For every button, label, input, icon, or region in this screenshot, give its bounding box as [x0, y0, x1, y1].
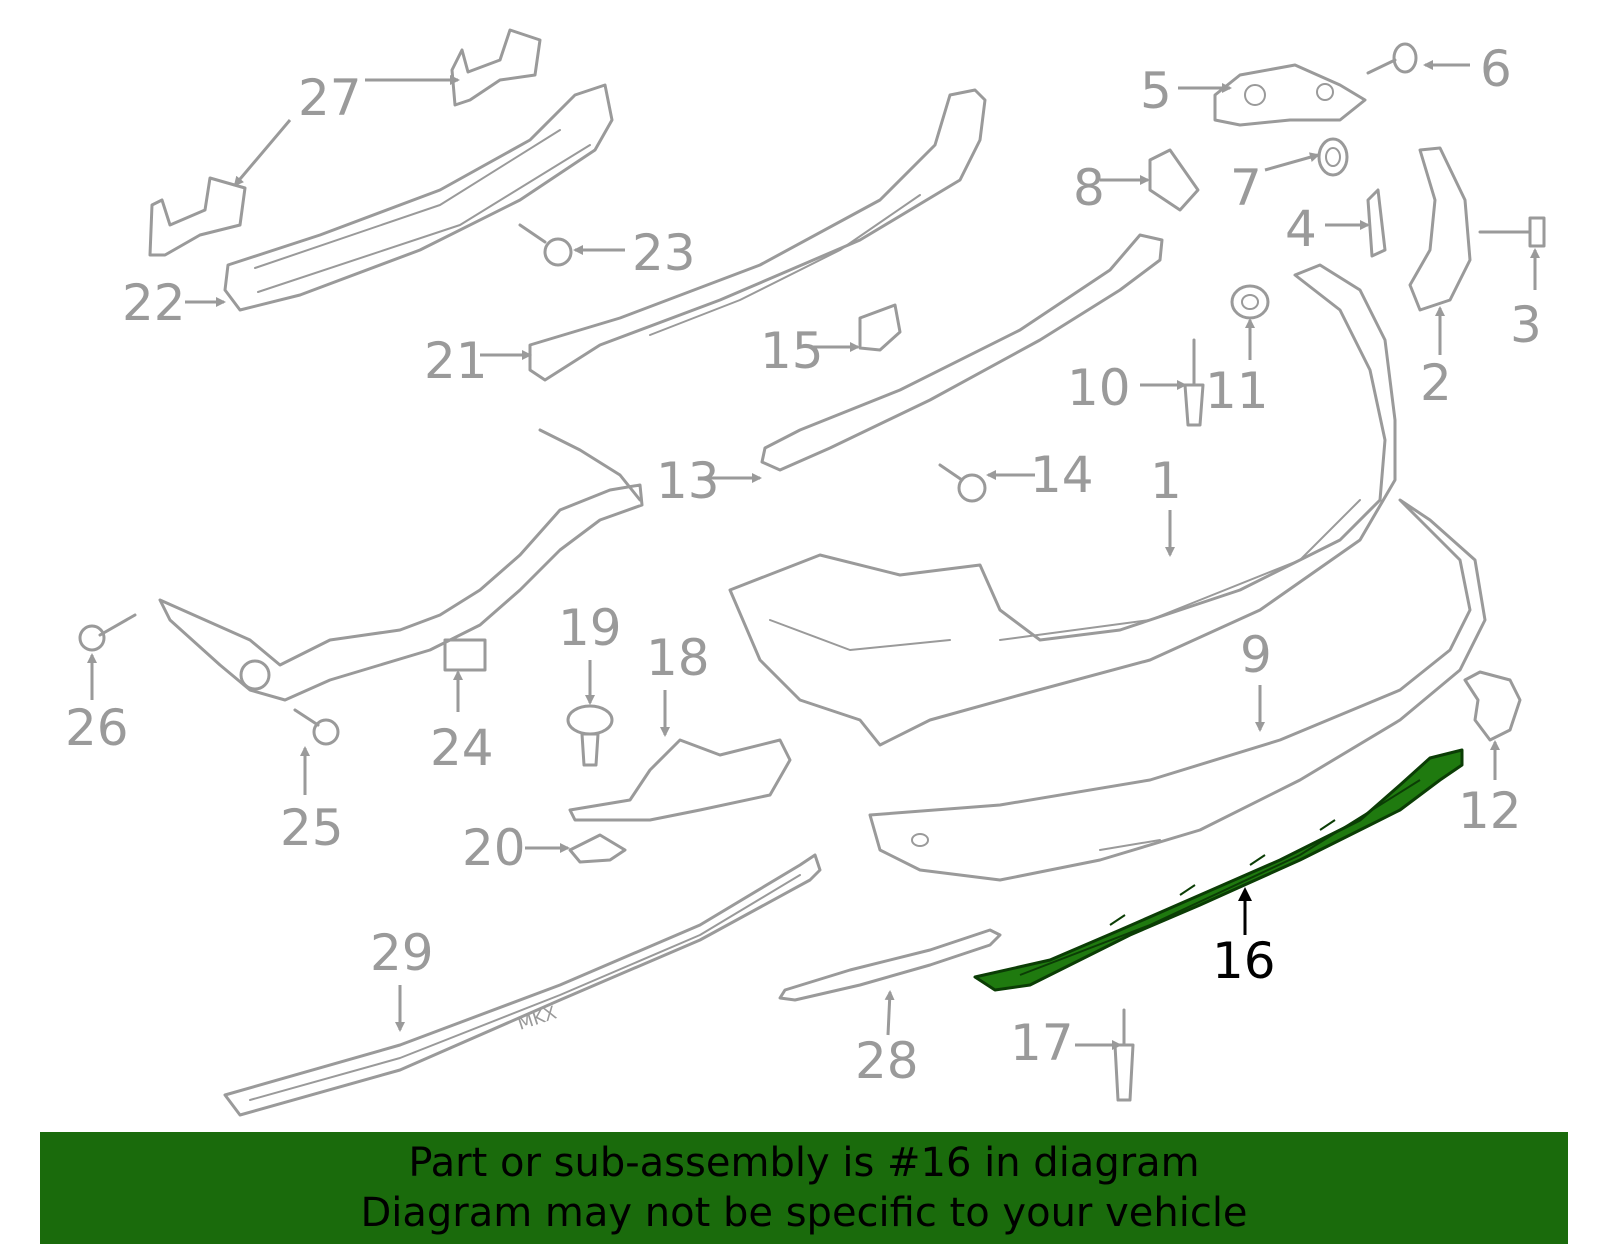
part-3-screw: [1478, 216, 1546, 248]
info-banner: Part or sub-assembly is #16 in diagram D…: [40, 1132, 1568, 1244]
callout-19: 19: [558, 599, 622, 657]
callout-labels: 27 22 23 21 15 13 8 5 6 7 4 3 2 11 10 14…: [65, 40, 1542, 1090]
callout-23: 23: [632, 224, 696, 282]
part-10-pin: [1183, 338, 1205, 427]
callout-25: 25: [280, 799, 344, 857]
callout-14: 14: [1030, 446, 1094, 504]
part-1-bumper-cover: [728, 263, 1397, 747]
callout-22: 22: [122, 274, 186, 332]
part-11-nut: [1230, 284, 1270, 320]
callout-15: 15: [760, 322, 824, 380]
part-7-nut: [1317, 137, 1349, 177]
callout-28: 28: [855, 1032, 919, 1090]
part-9-valance: [868, 498, 1487, 882]
callout-18: 18: [646, 629, 710, 687]
callout-17: 17: [1010, 1014, 1074, 1072]
callout-1: 1: [1150, 452, 1182, 510]
callout-5: 5: [1140, 62, 1172, 120]
part-19-screw: [566, 704, 614, 767]
banner-line-1: Part or sub-assembly is #16 in diagram: [408, 1140, 1200, 1186]
callout-11: 11: [1205, 362, 1269, 420]
part-13-bracket: [760, 233, 1164, 472]
part-14-bolt: [938, 463, 987, 503]
part-15-clip: [858, 303, 902, 352]
part-26-bolt: [78, 613, 137, 652]
part-6-bolt: [1366, 42, 1418, 75]
leader-arrows: [87, 60, 1540, 1050]
part-29-scuff-plate: MKX: [223, 853, 822, 1117]
part-23-bolt: [518, 223, 573, 267]
callout-20: 20: [462, 819, 526, 877]
callout-29: 29: [370, 924, 434, 982]
part-21-absorber: [528, 88, 987, 382]
molding-text: MKX: [515, 1003, 559, 1035]
part-18-bracket: [568, 738, 792, 822]
callout-3: 3: [1510, 296, 1542, 354]
part-28-trim-strip: [778, 928, 1002, 1002]
callout-2: 2: [1420, 354, 1452, 412]
callout-24: 24: [430, 719, 494, 777]
callout-26: 26: [65, 699, 129, 757]
callout-13: 13: [656, 452, 720, 510]
part-24-hitch: [158, 428, 644, 702]
part-25-bolt: [293, 708, 340, 746]
part-27-brackets: [148, 28, 542, 257]
callout-21: 21: [424, 332, 488, 390]
part-17-pin: [1113, 1008, 1135, 1102]
part-16-diffuser: [973, 748, 1464, 992]
part-12-bracket: [1463, 670, 1522, 742]
callout-9: 9: [1240, 626, 1272, 684]
callout-4: 4: [1285, 200, 1317, 258]
part-20-nut: [568, 833, 627, 864]
part-22-impact-bar: [223, 83, 614, 312]
part-4-clip: [1366, 188, 1387, 258]
callout-6: 6: [1480, 40, 1512, 98]
part-5-bracket: [1213, 63, 1367, 127]
callout-12: 12: [1458, 782, 1522, 840]
part-8-clip: [1148, 148, 1200, 212]
callout-16: 16: [1212, 932, 1276, 990]
callout-10: 10: [1067, 359, 1131, 417]
part-2-bracket: [1408, 146, 1472, 312]
callout-8: 8: [1073, 159, 1105, 217]
callout-7: 7: [1230, 159, 1262, 217]
banner-line-2: Diagram may not be specific to your vehi…: [360, 1190, 1248, 1236]
callout-27: 27: [298, 69, 362, 127]
